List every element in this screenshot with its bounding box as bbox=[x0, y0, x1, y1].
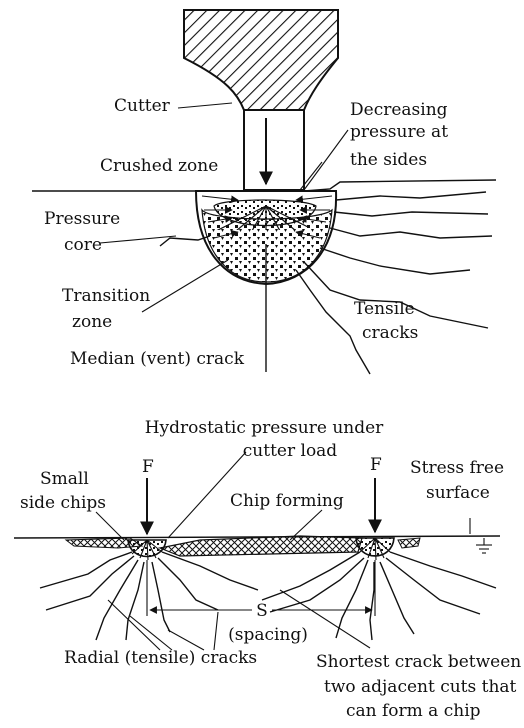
shortest-crack-label-line2: two adjacent cuts that bbox=[324, 677, 517, 697]
hydrostatic-pressure-label-line1: Hydrostatic pressure under bbox=[145, 418, 384, 438]
median-crack-label: Median (vent) crack bbox=[70, 349, 245, 369]
spacing-symbol-label: S bbox=[256, 601, 268, 621]
cutter-label: Cutter bbox=[114, 96, 171, 116]
radial-cracks-left bbox=[40, 552, 258, 640]
ground-symbol bbox=[476, 538, 492, 553]
stress-free-surface-label-line2: surface bbox=[426, 483, 490, 503]
tensile-cracks-label-line2: cracks bbox=[362, 323, 418, 343]
tensile-cracks-label-line1: Tensile bbox=[354, 299, 415, 319]
crushed-zone-region bbox=[196, 191, 336, 372]
cutter-zone-right bbox=[356, 538, 394, 560]
chip-forming-label: Chip forming bbox=[230, 491, 344, 511]
force-label-left: F bbox=[142, 457, 154, 477]
decreasing-pressure-label-line1: Decreasing bbox=[350, 100, 448, 120]
pressure-core-label-line2: core bbox=[64, 235, 102, 255]
decreasing-pressure-label-line3: the sides bbox=[350, 150, 427, 170]
shortest-crack-label-line3: can form a chip bbox=[346, 701, 481, 721]
small-side-chips-label-line1: Small bbox=[40, 469, 89, 489]
spacing-word-label: (spacing) bbox=[228, 625, 308, 645]
crushed-zone-label: Crushed zone bbox=[100, 156, 218, 176]
shortest-crack-label-line1: Shortest crack between bbox=[316, 652, 521, 672]
transition-zone-label-line1: Transition bbox=[62, 286, 150, 306]
stress-free-surface-label-line1: Stress free bbox=[410, 458, 504, 478]
top-diagram: Cutter Crushed zone Decreasing pressure … bbox=[32, 10, 496, 374]
decreasing-pressure-label-line2: pressure at bbox=[350, 122, 448, 142]
force-label-right: F bbox=[370, 455, 382, 475]
radial-cracks-label: Radial (tensile) cracks bbox=[64, 648, 257, 668]
transition-zone-label-line2: zone bbox=[72, 312, 112, 332]
bottom-diagram: Hydrostatic pressure under cutter load S… bbox=[14, 418, 521, 721]
small-side-chips-label-line2: side chips bbox=[20, 493, 106, 513]
small-side-chip-right bbox=[398, 538, 420, 548]
hydrostatic-pressure-label-line2: cutter load bbox=[243, 441, 338, 461]
chip-forming-region bbox=[160, 536, 362, 556]
pressure-core-label-line1: Pressure bbox=[44, 209, 120, 229]
